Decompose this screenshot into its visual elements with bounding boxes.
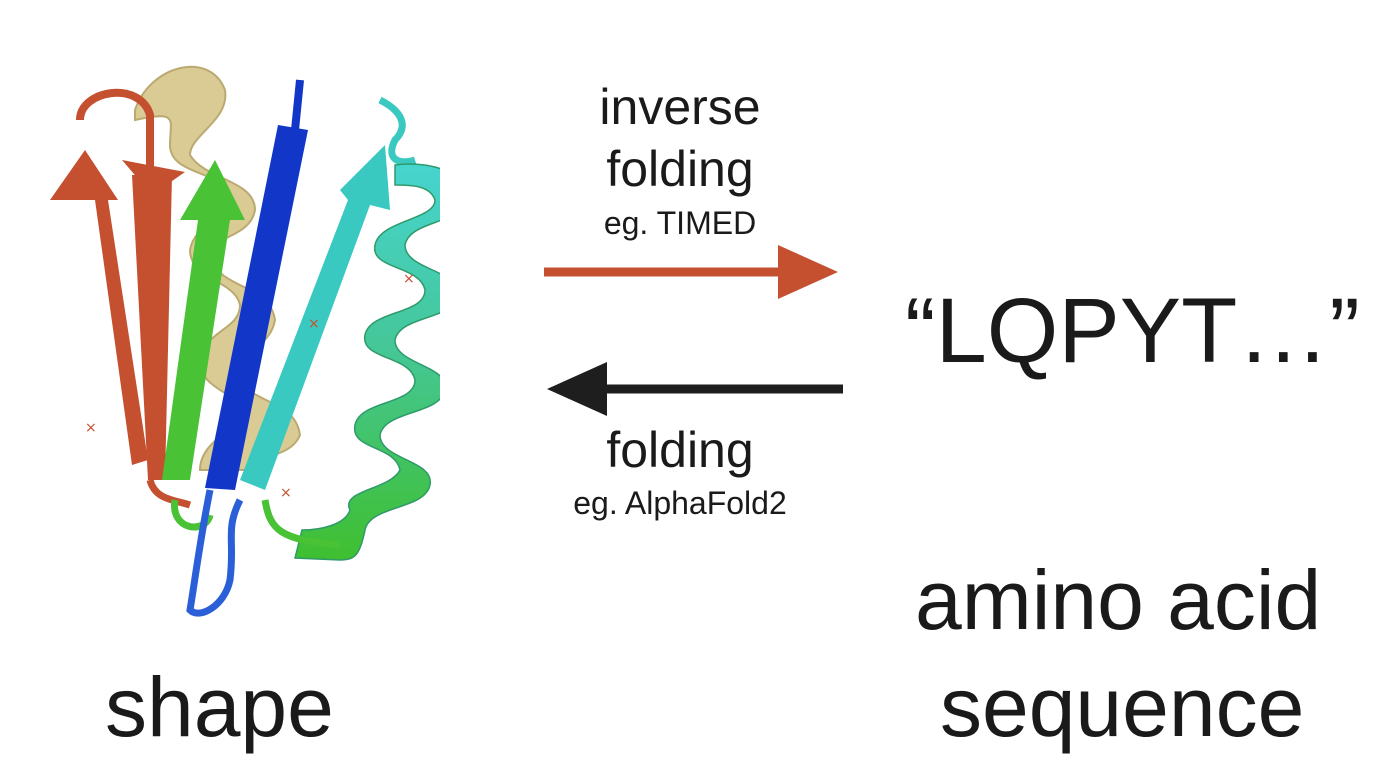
folding-example: eg. AlphaFold2	[573, 485, 787, 521]
marker-dots: × × × ×	[85, 271, 415, 501]
svg-text:×: ×	[85, 420, 97, 436]
svg-text:×: ×	[403, 271, 415, 287]
protein-structure-image: × × × ×	[50, 65, 440, 617]
amino-acid-label: amino acid	[915, 553, 1322, 647]
inverse-folding-example: eg. TIMED	[603, 205, 757, 241]
blue-strand	[186, 79, 308, 617]
svg-text:×: ×	[308, 316, 320, 332]
right-helix	[294, 163, 440, 561]
inverse-folding-arrow	[544, 245, 838, 299]
sequence-label: sequence	[940, 660, 1305, 754]
inverse-folding-line1: inverse	[599, 79, 761, 135]
folding-arrow	[547, 362, 843, 416]
shape-label: shape	[105, 660, 334, 754]
svg-text:×: ×	[280, 485, 292, 501]
red-strands	[50, 88, 192, 509]
folding-label: folding	[606, 422, 754, 478]
sequence-text: “LQPYT…”	[905, 280, 1360, 382]
cyan-strand	[240, 96, 417, 490]
inverse-folding-line2: folding	[606, 141, 754, 197]
